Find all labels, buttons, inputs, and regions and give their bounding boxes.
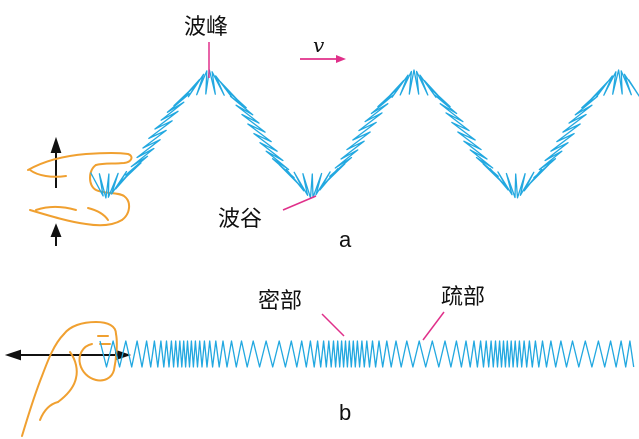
rarefaction-label: 疏部 xyxy=(441,285,485,310)
vertical-motion-arrow xyxy=(50,136,62,246)
longitudinal-spring xyxy=(99,340,635,368)
compression-pointer xyxy=(321,313,345,337)
transverse-spring xyxy=(90,69,639,199)
crest-label: 波峰 xyxy=(184,15,228,40)
rarefaction-pointer xyxy=(422,311,445,341)
trough-label: 波谷 xyxy=(218,207,262,232)
trough-pointer xyxy=(282,195,317,211)
panel-b: 密部 疏部 b xyxy=(4,285,635,437)
panel-a: 波峰 波谷 v a xyxy=(27,15,639,252)
velocity-label: v xyxy=(313,33,325,57)
hand-icon xyxy=(21,321,118,437)
panel-a-label: a xyxy=(339,227,352,252)
hand-icon xyxy=(27,151,133,227)
panel-b-label: b xyxy=(339,400,351,425)
compression-label: 密部 xyxy=(258,289,302,314)
velocity-arrow xyxy=(300,55,346,63)
